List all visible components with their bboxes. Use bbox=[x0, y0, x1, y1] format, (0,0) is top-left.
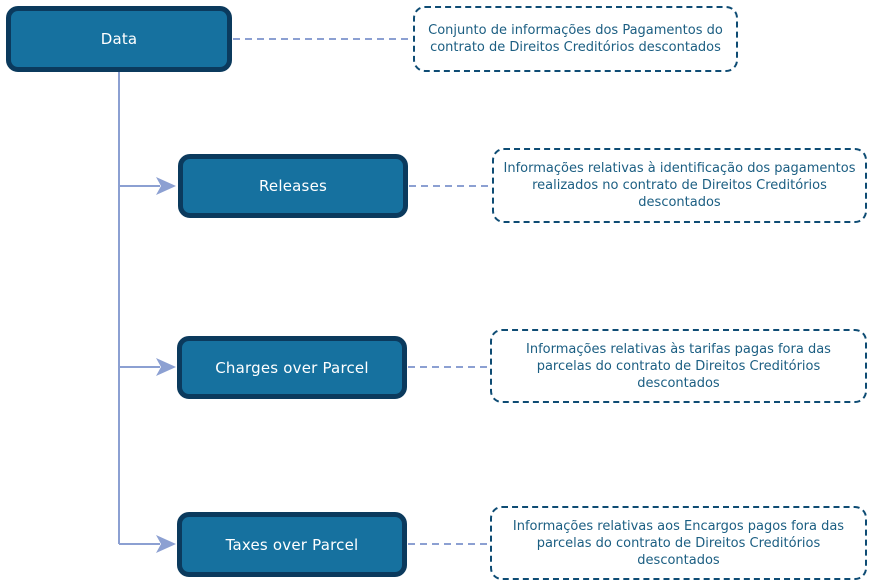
arrowhead-taxes bbox=[156, 535, 176, 553]
node-taxes-over-parcel[interactable]: Taxes over Parcel bbox=[177, 512, 407, 577]
node-data[interactable]: Data bbox=[6, 6, 232, 72]
annotation-taxes-over-parcel-text: Informações relativas aos Encargos pagos… bbox=[512, 518, 845, 568]
node-charges-over-parcel-label: Charges over Parcel bbox=[215, 358, 369, 377]
arrowhead-releases bbox=[156, 177, 176, 195]
annotation-taxes-over-parcel: Informações relativas aos Encargos pagos… bbox=[490, 506, 867, 580]
arrowhead-charges bbox=[156, 358, 176, 376]
node-data-label: Data bbox=[100, 30, 138, 48]
annotation-releases-text: Informações relativas à identificação do… bbox=[503, 161, 856, 210]
annotation-charges-over-parcel: Informações relativas às tarifas pagas f… bbox=[490, 329, 867, 403]
node-charges-over-parcel[interactable]: Charges over Parcel bbox=[177, 336, 407, 399]
annotation-releases: Informações relativas à identificação do… bbox=[492, 148, 867, 223]
node-taxes-over-parcel-label: Taxes over Parcel bbox=[225, 535, 359, 554]
annotation-data: Conjunto de informações dos Pagamentos d… bbox=[413, 6, 738, 72]
node-releases-label: Releases bbox=[258, 177, 328, 195]
annotation-charges-over-parcel-text: Informações relativas às tarifas pagas f… bbox=[526, 341, 831, 391]
node-releases[interactable]: Releases bbox=[178, 154, 408, 218]
annotation-data-text: Conjunto de informações dos Pagamentos d… bbox=[428, 23, 723, 55]
